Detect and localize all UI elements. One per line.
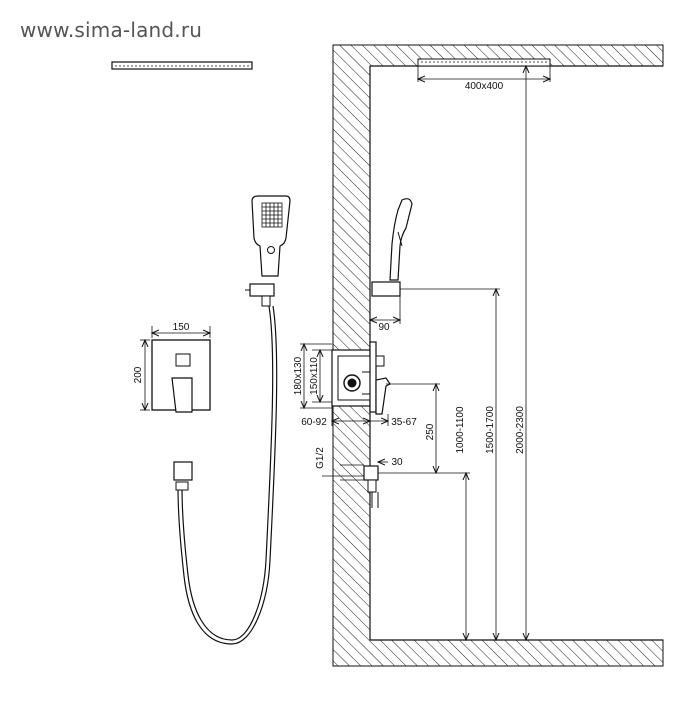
shower-hose [181,305,274,641]
height-holder-label: 1500-1700 [485,406,496,454]
box-150-110-label: 150x110 [309,357,320,395]
site-watermark: www.sima-land.ru [20,18,203,42]
rain-head-front [111,61,253,70]
height-dimensions: 1000-1100 1500-1700 2000-2300 [455,66,526,640]
spray-nozzle-grid [261,202,283,228]
arm-projection-label: 90 [378,322,390,333]
wall-outlet-side: G1/2 30 250 [315,384,470,508]
mixer-plate-front: 150 200 [133,322,210,413]
height-outlet-label: 1000-1100 [455,406,466,454]
rain-head-installed: 400x400 [418,58,550,92]
head-size-label: 400x400 [465,81,504,92]
wall-outlet-front [173,461,193,481]
depth-left-label: 60-92 [301,417,327,428]
height-head-label: 2000-2300 [515,406,526,454]
plate-height-label: 200 [133,366,144,383]
plate-width-label: 150 [173,322,190,333]
box-180-130-label: 180x130 [293,356,304,395]
mixer-box-side: 180x130 150x110 60-92 35-67 [293,341,440,428]
shower-holder [249,283,275,297]
hand-shower-front [173,195,291,645]
depth-right-label: 35-67 [391,417,417,428]
hand-shower-side: 90 [370,198,500,333]
outlet-offset-label: 250 [425,423,436,440]
thread-label: G1/2 [315,447,326,469]
outlet-30-label: 30 [391,457,403,468]
